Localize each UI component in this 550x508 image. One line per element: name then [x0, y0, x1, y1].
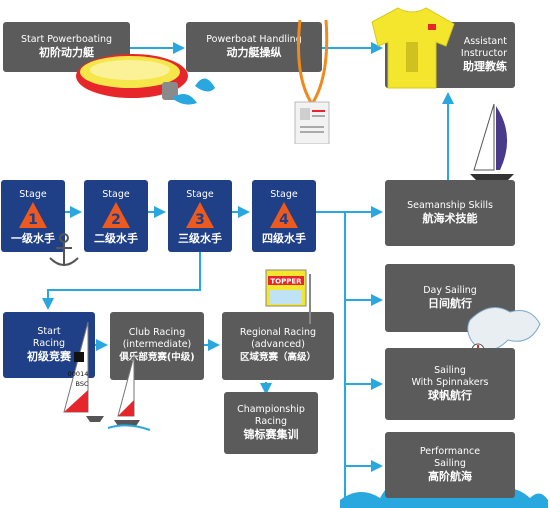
day-sailing-en: Day Sailing [423, 285, 477, 296]
topper-sign-icon: TOPPER [265, 269, 311, 324]
stage-4-number: 4 [279, 212, 289, 228]
stage-2-label: Stage [102, 189, 130, 200]
regional-racing-en2: (advanced) [251, 339, 305, 350]
sailboat-icon [470, 103, 514, 180]
performance-en1: Performance [419, 446, 481, 457]
start-racing-cn: 初级竞赛 [27, 350, 71, 363]
performance-cn: 高阶航海 [428, 470, 472, 483]
assistant-instructor-en1: Assistant [463, 36, 507, 47]
championship-cn: 锦标赛集训 [243, 428, 299, 441]
stage-1-box[interactable]: Stage 1 一级水手 [1, 180, 65, 252]
performance-sailing-box[interactable]: Performance Sailing 高阶航海 [385, 432, 515, 498]
start-powerboating-en: Start Powerboating [20, 34, 113, 45]
tshirt-icon [371, 7, 455, 89]
arrow-stage3-to-racing [42, 250, 201, 310]
stage-2-number: 2 [111, 212, 121, 228]
topper-label: TOPPER [270, 278, 302, 286]
club-racing-cn: 俱乐部竞赛(中级) [119, 352, 195, 363]
championship-en1: Championship [237, 404, 305, 415]
id-card-icon [294, 19, 330, 144]
cone-icon: 4 [270, 202, 298, 228]
sail-club-label: BSC [75, 380, 88, 388]
powerboat-icon [76, 54, 197, 105]
cone-icon: 1 [19, 202, 47, 228]
assistant-instructor-cn: 助理教练 [463, 60, 507, 73]
stage-1-cn: 一级水手 [11, 232, 55, 245]
stage-3-cn: 三级水手 [178, 232, 222, 245]
powerboat-handling-en: Powerboat Handling [206, 34, 302, 45]
stage-3-number: 3 [195, 212, 205, 228]
stage-2-box[interactable]: Stage 2 二级水手 [84, 180, 148, 252]
seamanship-skills-box[interactable]: Seamanship Skills 航海术技能 [385, 180, 515, 246]
stage-2-cn: 二级水手 [94, 232, 138, 245]
spinnakers-en2: With Spinnakers [411, 377, 489, 388]
assistant-instructor-en2: Instructor [460, 48, 507, 59]
stage-3-box[interactable]: Stage 3 三级水手 [168, 180, 232, 252]
spinnakers-cn: 球帆航行 [428, 389, 472, 402]
start-powerboating-box[interactable]: Start Powerboating 初阶动力艇 [3, 22, 130, 72]
stage-4-box[interactable]: Stage 4 四级水手 [252, 180, 316, 252]
championship-en2: Racing [254, 416, 288, 427]
stage-3-label: Stage [186, 189, 214, 200]
powerboat-handling-cn: 动力艇操纵 [226, 46, 282, 59]
seamanship-en: Seamanship Skills [407, 200, 493, 211]
regional-racing-en1: Regional Racing [239, 327, 317, 338]
regional-racing-cn: 区域竞赛（高级） [239, 352, 316, 363]
start-racing-en1: Start [37, 326, 61, 337]
performance-en2: Sailing [434, 458, 466, 469]
racing-dinghy-icon: 00014 BSC [63, 321, 151, 431]
stage-1-number: 1 [28, 212, 38, 228]
sail-number-label: 00014 [68, 370, 89, 378]
club-racing-en1: Club Racing [128, 327, 186, 338]
anchor-icon [49, 233, 79, 266]
championship-racing-box[interactable]: Championship Racing 锦标赛集训 [224, 392, 318, 454]
start-racing-en2: Racing [32, 338, 66, 349]
stage-4-cn: 四级水手 [262, 232, 306, 245]
sailing-spinnakers-box[interactable]: Sailing With Spinnakers 球帆航行 [385, 348, 515, 420]
day-sailing-cn: 日间航行 [428, 297, 472, 310]
regional-racing-box[interactable]: Regional Racing (advanced) 区域竞赛（高级） [222, 312, 334, 380]
cone-icon: 2 [102, 202, 130, 228]
stage-4-label: Stage [270, 189, 298, 200]
cone-icon: 3 [186, 202, 214, 228]
start-powerboating-cn: 初阶动力艇 [39, 46, 94, 59]
spinnakers-en1: Sailing [434, 365, 466, 376]
club-racing-box[interactable]: Club Racing (intermediate) 俱乐部竞赛(中级) [110, 312, 204, 380]
seamanship-cn: 航海术技能 [422, 212, 478, 225]
club-racing-en2: (intermediate) [122, 339, 192, 350]
stage-1-label: Stage [19, 189, 47, 200]
